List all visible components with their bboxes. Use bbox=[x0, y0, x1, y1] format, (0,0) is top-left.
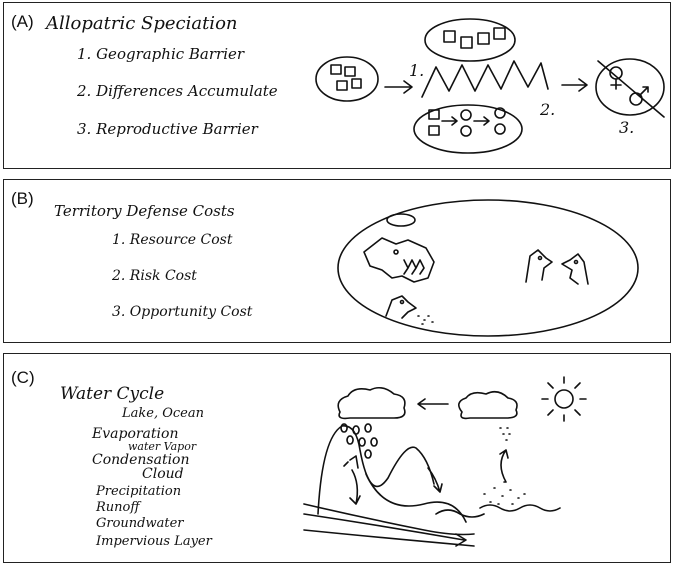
arrow-to-barrier bbox=[384, 80, 413, 94]
panel-b-item-1: 1. Resource Cost bbox=[112, 232, 233, 248]
territory-oval bbox=[337, 199, 639, 337]
panel-c-item-groundwater: Groundwater bbox=[96, 516, 184, 531]
reproductive-barrier-oval bbox=[595, 58, 665, 116]
female-symbol-icon bbox=[609, 66, 623, 90]
panel-c-tag: (C) bbox=[11, 368, 35, 387]
panel-b-item-2: 2. Risk Cost bbox=[112, 268, 197, 284]
territory-diagram bbox=[337, 199, 639, 337]
panel-a-item-2: 2. Differences Accumulate bbox=[77, 82, 278, 100]
runoff-arrow-2 bbox=[427, 467, 443, 493]
panel-c-item-lake-ocean: Lake, Ocean bbox=[122, 406, 204, 421]
upper-population-oval bbox=[424, 18, 516, 62]
panel-c-item-runoff: Runoff bbox=[96, 500, 140, 515]
predator-head bbox=[363, 237, 435, 283]
panel-b-item-3: 3. Opportunity Cost bbox=[112, 304, 253, 320]
reproductive-marker-3: 3. bbox=[619, 118, 634, 137]
panel-b-tag: (B) bbox=[11, 189, 34, 208]
panel-b-title: Territory Defense Costs bbox=[54, 202, 235, 220]
speciation-diagram: 1. 2. 3. bbox=[315, 18, 665, 154]
panel-c-item-condensation: Condensation bbox=[92, 452, 190, 468]
water-cycle-diagram bbox=[303, 376, 587, 547]
sand-stipple bbox=[483, 481, 526, 505]
lower-population-oval bbox=[413, 104, 523, 154]
panel-c-item-impervious-layer: Impervious Layer bbox=[96, 534, 212, 549]
displaying-birds bbox=[525, 249, 589, 285]
male-symbol-icon bbox=[629, 86, 649, 106]
panel-a-tag: (A) bbox=[11, 12, 34, 31]
ground-line bbox=[303, 503, 475, 536]
original-population-oval bbox=[315, 56, 379, 102]
geographic-barrier-mountains bbox=[421, 60, 549, 98]
panel-c-item-cloud: Cloud bbox=[142, 466, 184, 482]
panel-c-item-evaporation: Evaporation bbox=[92, 426, 179, 442]
impervious-layer bbox=[303, 529, 475, 547]
panel-territory-defense: (B) Territory Defense Costs 1. Resource … bbox=[3, 179, 671, 343]
panel-a-item-1: 1. Geographic Barrier bbox=[77, 45, 245, 63]
panel-a-item-3: 3. Reproductive Barrier bbox=[77, 120, 258, 138]
panel-a-title: Allopatric Speciation bbox=[46, 13, 238, 34]
barrier-marker-1: 1. bbox=[409, 61, 424, 80]
cloud-transport-arrow bbox=[417, 398, 449, 410]
panel-c-item-precipitation: Precipitation bbox=[96, 484, 182, 499]
vapor-cloud bbox=[458, 390, 518, 420]
feeding-bird bbox=[385, 295, 434, 325]
panel-c-title: Water Cycle bbox=[60, 384, 165, 404]
sun-icon bbox=[541, 376, 587, 422]
rain-cloud bbox=[337, 386, 406, 420]
lake-waves bbox=[435, 504, 561, 518]
panel-water-cycle: (C) Water Cycle Lake, Ocean Evaporation … bbox=[3, 353, 671, 563]
groundwater-arrow bbox=[303, 513, 467, 547]
runoff-arrow-1 bbox=[349, 469, 361, 505]
arrow-to-reproductive-barrier bbox=[561, 78, 588, 92]
evaporation-arrow bbox=[499, 449, 509, 483]
panel-allopatric-speciation: (A) Allopatric Speciation 1. Geographic … bbox=[3, 2, 671, 169]
accumulate-marker-2: 2. bbox=[539, 100, 555, 119]
resource-patch bbox=[386, 213, 416, 227]
panel-c-item-water-vapor: water Vapor bbox=[128, 440, 197, 453]
river-curve bbox=[365, 473, 467, 523]
